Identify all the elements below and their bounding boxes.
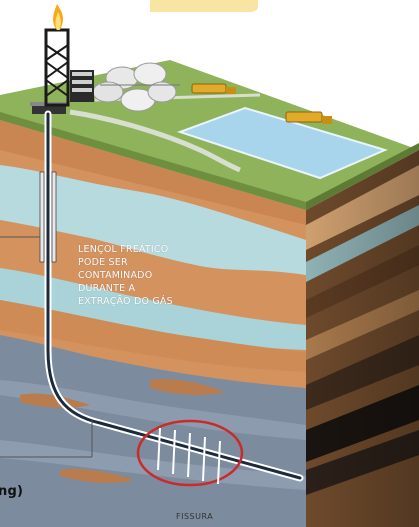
groundwater-line-5: EXTRAÇÃO DO GÁS bbox=[78, 296, 173, 307]
fracture-zone bbox=[136, 419, 244, 487]
casing bbox=[39, 171, 45, 263]
drilling-rig bbox=[30, 4, 94, 114]
side-face bbox=[306, 150, 419, 527]
front-face bbox=[0, 120, 306, 527]
groundwater-line-4: DURANTE A bbox=[78, 283, 136, 294]
groundwater-line-3: CONTAMINADO bbox=[78, 270, 153, 281]
groundwater-line-1: LENÇOL FREÁTICO bbox=[78, 244, 169, 255]
aquifer-layer bbox=[0, 165, 306, 275]
well-bore bbox=[39, 110, 304, 482]
fracture-circle bbox=[136, 419, 244, 487]
header-tab bbox=[150, 0, 258, 12]
groundwater-label: LENÇOL FREÁTICO PODE SER CONTAMINADO DUR… bbox=[78, 243, 208, 308]
water-pond bbox=[180, 108, 385, 178]
lower-aquifer-layer bbox=[0, 268, 306, 350]
truck-1 bbox=[191, 83, 236, 94]
groundwater-line-2: PODE SER bbox=[78, 257, 128, 268]
fracking-label: ng) bbox=[0, 484, 24, 499]
road bbox=[69, 109, 241, 173]
storage-tanks bbox=[92, 62, 180, 112]
truck-2 bbox=[285, 111, 332, 124]
fissure-label: FISSURA bbox=[176, 512, 214, 521]
